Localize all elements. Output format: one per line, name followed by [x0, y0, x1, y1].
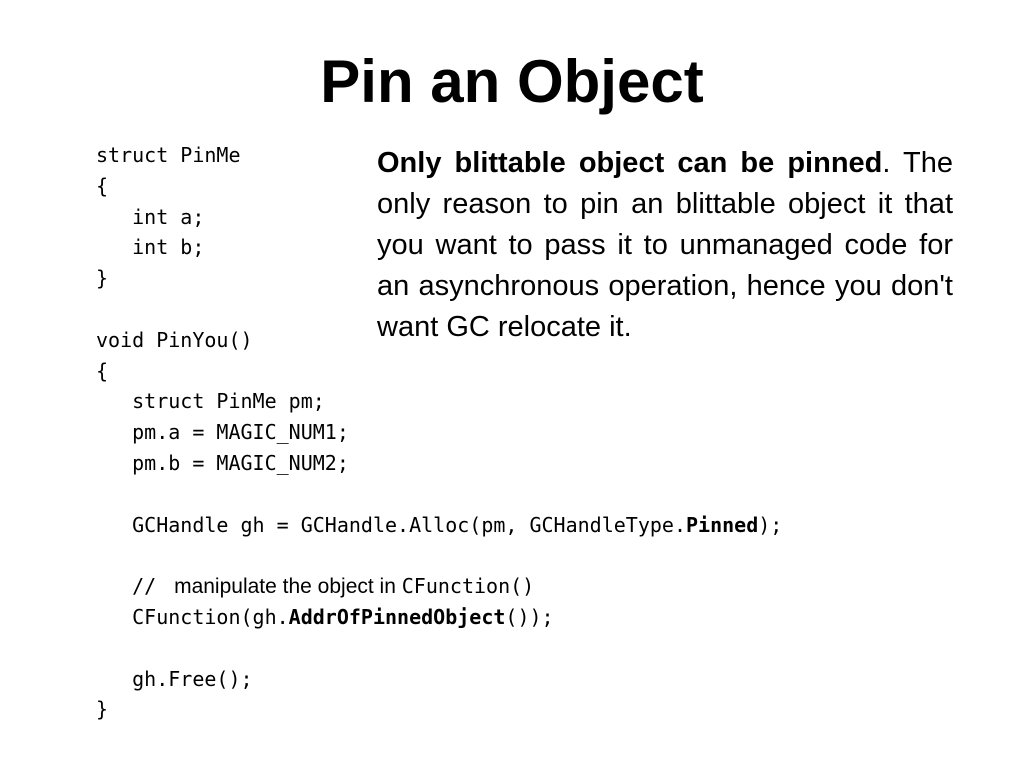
code-line: pm.a = MAGIC_NUM1;	[96, 420, 349, 445]
explanation-lead-punct: .	[882, 147, 891, 179]
code-line: void PinYou()	[96, 327, 253, 352]
explanation-body: The only reason to pin an blittable obje…	[377, 147, 953, 343]
code-line: }	[96, 266, 109, 291]
code-keyword-pinned: Pinned	[686, 512, 759, 537]
code-line-alloc: GCHandle gh = GCHandle.Alloc(pm, GCHandl…	[96, 510, 782, 541]
code-text: ());	[505, 604, 554, 629]
code-text: CFunction()	[401, 574, 535, 599]
code-blank-line	[96, 633, 782, 664]
code-text: CFunction(gh.	[96, 604, 289, 629]
code-comment-marker: //	[96, 574, 169, 599]
code-blank-line	[96, 540, 782, 571]
code-line-call: CFunction(gh.AddrOfPinnedObject());	[96, 602, 782, 633]
code-line: pm.b = MAGIC_NUM2;	[96, 450, 349, 475]
code-line: struct PinMe	[96, 143, 241, 167]
code-blank-line	[96, 479, 782, 510]
code-line-comment: // manipulate the object in CFunction()	[96, 571, 782, 602]
slide-title: Pin an Object	[320, 48, 704, 115]
code-line: }	[96, 697, 109, 722]
explanation-lead: Only blittable object can be pinned	[377, 147, 883, 179]
code-method-addr: AddrOfPinnedObject	[288, 604, 506, 629]
code-line: struct PinMe pm;	[96, 389, 325, 414]
code-text: GCHandle gh = GCHandle.Alloc(pm, GCHandl…	[96, 512, 687, 537]
code-text: );	[758, 512, 783, 537]
code-line: gh.Free();	[96, 666, 253, 691]
explanation-text: Only blittable object can be pinned. The…	[377, 143, 953, 348]
code-line: int b;	[96, 235, 205, 260]
code-line: {	[96, 358, 109, 383]
code-line: {	[96, 173, 109, 198]
code-block: struct PinMe { int a; int b;} void PinYou(…	[96, 140, 782, 725]
code-comment-text: manipulate the object in	[168, 575, 402, 599]
code-line: int a;	[96, 204, 205, 229]
